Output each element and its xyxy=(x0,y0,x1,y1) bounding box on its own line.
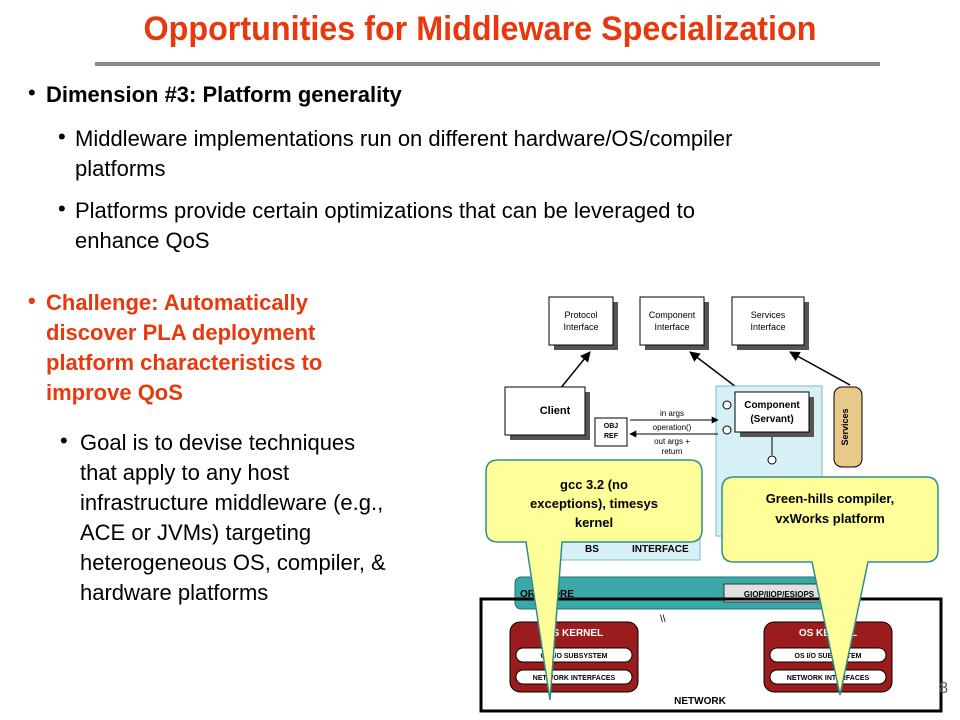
svg-text:gcc 3.2 (no: gcc 3.2 (no xyxy=(560,477,628,492)
orb-core-bar: ORB CORE GIOP/IIOP/ESIOPS xyxy=(514,576,856,610)
left-callout: gcc 3.2 (no exceptions), timesys kernel xyxy=(485,459,703,701)
svg-text:Interface: Interface xyxy=(750,322,785,332)
operation-label: operation() xyxy=(653,423,692,432)
sub-bullet-1-line-2: platforms xyxy=(75,156,166,181)
svg-text:exceptions), timesys: exceptions), timesys xyxy=(530,496,658,511)
in-args-label: in args xyxy=(660,409,684,418)
svg-text:kernel: kernel xyxy=(575,515,613,530)
svg-text:(Servant): (Servant) xyxy=(750,414,793,425)
svg-text:Interface: Interface xyxy=(654,322,689,332)
svg-text:Interface: Interface xyxy=(563,322,598,332)
component-interface-box: Component Interface xyxy=(639,296,709,350)
right-callout: Green-hills compiler, vxWorks platform xyxy=(721,476,939,696)
sub-bullet-2: Platforms provide certain optimizations … xyxy=(75,196,875,256)
svg-text:Services: Services xyxy=(751,310,786,320)
bullet-dot: • xyxy=(60,428,68,453)
os-kernel-left: OS KERNEL OS I/O SUBSYSTEM NETWORK INTER… xyxy=(509,621,639,693)
os-kernel-right: OS KERNEL OS I/O SUBSYSTEM NETWORK INTER… xyxy=(763,621,893,693)
svg-text:REF: REF xyxy=(604,433,619,440)
bullet-dot: • xyxy=(28,288,36,313)
svg-text:Services: Services xyxy=(840,408,850,445)
challenge-bullet: Challenge: Automatically discover PLA de… xyxy=(46,288,426,408)
interface-label: INTERFACE xyxy=(632,544,689,555)
title-underline xyxy=(95,62,880,66)
return-label: return xyxy=(662,447,683,456)
goal-bullet: Goal is to devise techniques that apply … xyxy=(80,428,460,608)
svg-text:Component: Component xyxy=(744,400,800,411)
challenge-line: platform characteristics to xyxy=(46,350,323,375)
sub-bullet-1: Middleware implementations run on differ… xyxy=(75,124,875,184)
bs-label: BS xyxy=(585,544,599,555)
sub-bullet-2-line-1: Platforms provide certain optimizations … xyxy=(75,198,695,223)
services-interface-box: Services Interface xyxy=(731,296,809,350)
protocol-interface-box: Protocol Interface xyxy=(548,296,618,350)
svg-text:vxWorks platform: vxWorks platform xyxy=(775,511,885,526)
svg-text:Protocol: Protocol xyxy=(564,310,597,320)
services-bar: Services xyxy=(833,386,863,468)
svg-text:Client: Client xyxy=(540,405,571,417)
goal-line: hardware platforms xyxy=(80,580,269,605)
page-number: 8 xyxy=(939,680,948,697)
network-label: NETWORK xyxy=(674,696,726,707)
bullet-dot: • xyxy=(28,80,36,105)
svg-text:Green-hills compiler,: Green-hills compiler, xyxy=(766,491,895,506)
svg-text:GIOP/IIOP/ESIOPS: GIOP/IIOP/ESIOPS xyxy=(744,590,815,599)
bullet-dot: • xyxy=(58,196,66,221)
svg-text:Component: Component xyxy=(649,310,696,320)
challenge-line: Challenge: Automatically xyxy=(46,290,309,315)
svg-text:NETWORK INTERFACES: NETWORK INTERFACES xyxy=(533,675,616,682)
bullet-dot: • xyxy=(58,124,66,149)
slide-title: Opportunities for Middleware Specializat… xyxy=(143,10,817,48)
svg-text:OS KERNEL: OS KERNEL xyxy=(545,628,603,639)
goal-line: Goal is to devise techniques xyxy=(80,430,356,455)
challenge-line: improve QoS xyxy=(46,380,183,405)
obj-ref-box: OBJ REF xyxy=(594,417,628,447)
component-servant-box: Component (Servant) xyxy=(734,391,814,437)
svg-text:OS I/O SUBSYSTEM: OS I/O SUBSYSTEM xyxy=(795,653,862,660)
svg-text:OBJ: OBJ xyxy=(604,423,619,430)
challenge-line: discover PLA deployment xyxy=(46,320,316,345)
svg-text:OS I/O SUBSYSTEM: OS I/O SUBSYSTEM xyxy=(541,653,608,660)
goal-line: infrastructure middleware (e.g., xyxy=(80,490,384,515)
goal-line: ACE or JVMs) targeting xyxy=(80,520,312,545)
break-mark: \\ xyxy=(660,614,666,625)
goal-line: heterogeneous OS, compiler, & xyxy=(80,550,386,575)
sub-bullet-1-line-1: Middleware implementations run on differ… xyxy=(75,126,733,151)
out-args-label: out args + xyxy=(654,437,690,446)
svg-text:NETWORK INTERFACES: NETWORK INTERFACES xyxy=(787,675,870,682)
sub-bullet-2-line-2: enhance QoS xyxy=(75,228,210,253)
goal-line: that apply to any host xyxy=(80,460,290,485)
client-box: Client xyxy=(504,386,590,440)
dimension-bullet: Dimension #3: Platform generality xyxy=(46,82,402,107)
